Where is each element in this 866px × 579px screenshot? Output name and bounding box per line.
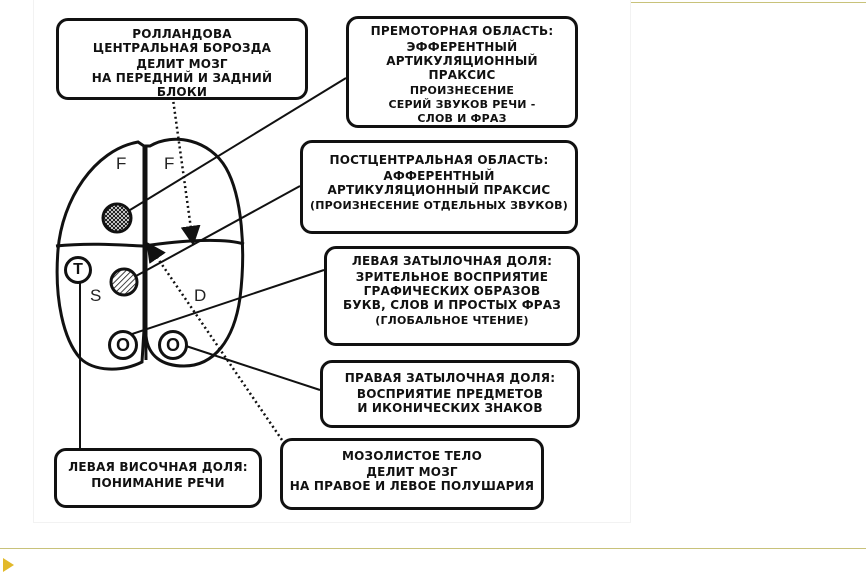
dotted-leader-corpus-callosum (146, 241, 284, 441)
postcentral-line-3: (ПРОИЗНЕСЕНИЕ ОТДЕЛЬНЫХ ЗВУКОВ) (310, 199, 568, 212)
left-temporal-title: ЛЕВАЯ ВИСОЧНАЯ ДОЛЯ: (68, 460, 248, 474)
dotted-leader-central-sulcus (170, 91, 201, 246)
leader-left-occipital (125, 269, 325, 337)
rolando-desc-2: НА ПЕРЕДНИЙ И ЗАДНИЙ БЛОКИ (91, 71, 273, 99)
temporal-t-mark: T (64, 256, 92, 284)
right-occipital-line-2: И ИКОНИЧЕСКИХ ЗНАКОВ (357, 401, 543, 415)
frontal-left-letter: F (116, 154, 127, 173)
leader-right-occipital (185, 345, 321, 391)
callout-postcentral-area: ПОСТЦЕНТРАЛЬНАЯ ОБЛАСТЬ: АФФЕРЕНТНЫЙ АРТ… (300, 140, 578, 234)
interhemispheric-fissure (142, 145, 148, 361)
premotor-title: ПРЕМОТОРНАЯ ОБЛАСТЬ: (370, 24, 554, 38)
premotor-line-1: ЭФФЕРЕНТНЫЙ (406, 40, 518, 54)
corpus-callosum-title: МОЗОЛИСТОЕ ТЕЛО (342, 449, 482, 463)
postcentral-line-1: АФФЕРЕНТНЫЙ (383, 169, 495, 183)
frontal-right-letter: F (164, 154, 175, 173)
postcentral-area-dot (109, 267, 139, 297)
premotor-line-2: АРТИКУЛЯЦИОННЫЙ ПРАКСИС (386, 54, 538, 82)
premotor-area-dot (101, 202, 133, 234)
brain-outline-svg (55, 77, 347, 448)
callout-left-temporal-lobe: ЛЕВАЯ ВИСОЧНАЯ ДОЛЯ: ПОНИМАНИЕ РЕЧИ (54, 448, 262, 508)
left-occipital-line-3: БУКВ, СЛОВ И ПРОСТЫХ ФРАЗ (342, 298, 561, 312)
brain-speech-diagram: F F S D T O O РОЛЛАНДОВА ЦЕНТРАЛЬНАЯ БОР… (34, 0, 630, 522)
right-occipital-o-mark: O (158, 330, 188, 360)
left-occipital-line-4: (ГЛОБАЛЬНОЕ ЧТЕНИЕ) (375, 314, 529, 327)
right-occipital-line-1: ВОСПРИЯТИЕ ПРЕДМЕТОВ (356, 387, 544, 401)
leader-premotor (129, 77, 347, 211)
callout-left-occipital-lobe: ЛЕВАЯ ЗАТЫЛОЧНАЯ ДОЛЯ: ЗРИТЕЛЬНОЕ ВОСПРИ… (324, 246, 580, 346)
left-occipital-o-mark: O (108, 330, 138, 360)
corpus-callosum-line-1: ДЕЛИТ МОЗГ (366, 465, 458, 479)
right-occipital-title: ПРАВАЯ ЗАТЫЛОЧНАЯ ДОЛЯ: (344, 371, 556, 385)
callout-right-occipital-lobe: ПРАВАЯ ЗАТЫЛОЧНАЯ ДОЛЯ: ВОСПРИЯТИЕ ПРЕДМ… (320, 360, 580, 428)
corpus-callosum-line-2: НА ПРАВОЕ И ЛЕВОЕ ПОЛУШАРИЯ (289, 479, 535, 493)
top-divider (628, 2, 866, 3)
bottom-divider (0, 548, 866, 549)
rolando-desc-1: ДЕЛИТ МОЗГ (136, 57, 228, 71)
callout-corpus-callosum: МОЗОЛИСТОЕ ТЕЛО ДЕЛИТ МОЗГ НА ПРАВОЕ И Л… (280, 438, 544, 510)
right-hemisphere (144, 137, 245, 368)
left-occipital-line-2: ГРАФИЧЕСКИХ ОБРАЗОВ (363, 284, 541, 298)
central-sulcus-line (55, 238, 245, 248)
postcentral-line-2: АРТИКУЛЯЦИОННЫЙ ПРАКСИС (327, 183, 551, 197)
postcentral-title: ПОСТЦЕНТРАЛЬНАЯ ОБЛАСТЬ: (329, 153, 549, 167)
bullet-arrow-icon (3, 558, 14, 572)
left-occipital-title: ЛЕВАЯ ЗАТЫЛОЧНАЯ ДОЛЯ: (351, 254, 553, 268)
d-letter: D (194, 286, 207, 305)
left-hemisphere (55, 140, 146, 371)
premotor-line-3: ПРОИЗНЕСЕНИЕ (409, 84, 515, 97)
premotor-line-4: СЕРИЙ ЗВУКОВ РЕЧИ - (388, 98, 536, 111)
callout-rolandic-sulcus: РОЛЛАНДОВА ЦЕНТРАЛЬНАЯ БОРОЗДА ДЕЛИТ МОЗ… (56, 18, 308, 100)
rolando-title-2: ЦЕНТРАЛЬНАЯ БОРОЗДА (92, 41, 272, 55)
left-occipital-line-1: ЗРИТЕЛЬНОЕ ВОСПРИЯТИЕ (355, 270, 549, 284)
premotor-line-5: СЛОВ И ФРАЗ (417, 112, 507, 125)
s-letter: S (90, 286, 102, 305)
callout-premotor-area: ПРЕМОТОРНАЯ ОБЛАСТЬ: ЭФФЕРЕНТНЫЙ АРТИКУЛ… (346, 16, 578, 128)
rolando-title-1: РОЛЛАНДОВА (132, 27, 232, 41)
left-temporal-line-1: ПОНИМАНИЕ РЕЧИ (91, 476, 225, 490)
